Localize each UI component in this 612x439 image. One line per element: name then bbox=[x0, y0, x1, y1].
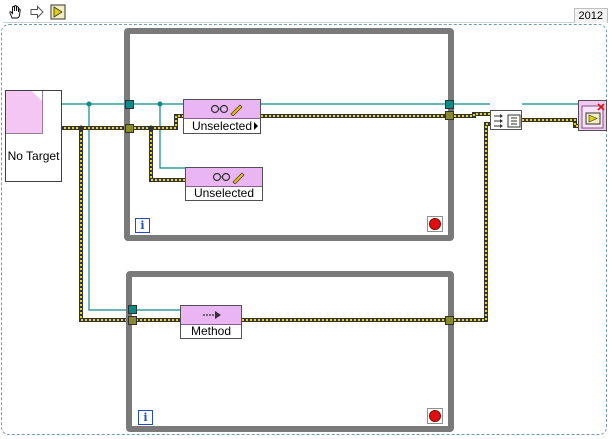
block-diagram bbox=[1, 24, 607, 435]
document-icon bbox=[6, 91, 43, 134]
stop-condition-bottom[interactable] bbox=[427, 408, 443, 424]
stop-icon bbox=[429, 218, 441, 230]
merge-errors-icon bbox=[494, 114, 521, 128]
tab-border bbox=[3, 22, 608, 25]
arrow-right-icon bbox=[30, 5, 44, 19]
tunnel-err-out-bottom bbox=[445, 316, 454, 325]
property-label[interactable]: Unselected bbox=[193, 186, 255, 200]
close-reference-node[interactable] bbox=[578, 100, 607, 131]
run-button[interactable] bbox=[47, 2, 69, 22]
property-node-1[interactable]: Unselected bbox=[183, 99, 261, 134]
glasses-pencil-icon bbox=[210, 104, 243, 116]
run-arrow-icon bbox=[50, 4, 66, 20]
method-label[interactable]: Method bbox=[190, 324, 232, 338]
tunnel-err-in-bottom bbox=[128, 316, 137, 325]
error-wires bbox=[40, 112, 580, 322]
invoke-node-method[interactable]: Method bbox=[180, 305, 242, 339]
tunnel-ref-in-bottom bbox=[128, 305, 137, 314]
property-label[interactable]: Unselected bbox=[191, 119, 253, 133]
hand-icon bbox=[9, 5, 21, 19]
step-arrow-button[interactable] bbox=[26, 2, 48, 22]
close-reference-icon bbox=[581, 103, 605, 129]
tunnel-err-in-top bbox=[125, 124, 134, 133]
invoke-arrow-icon bbox=[203, 311, 221, 319]
iteration-terminal-bottom: i bbox=[138, 410, 153, 425]
caret-right-icon bbox=[254, 122, 258, 130]
while-loop-top[interactable] bbox=[124, 28, 454, 241]
merge-errors-node[interactable] bbox=[490, 110, 522, 130]
property-node-2[interactable]: Unselected bbox=[185, 167, 263, 201]
node-header bbox=[184, 100, 260, 119]
operate-tool-button[interactable] bbox=[4, 2, 26, 22]
tunnel-err-out-top bbox=[445, 111, 454, 120]
stop-condition-top[interactable] bbox=[427, 216, 443, 232]
glasses-pencil-icon bbox=[212, 172, 245, 184]
tunnel-ref-out-top bbox=[445, 100, 454, 109]
refnum-wires bbox=[40, 103, 580, 311]
reference-label: No Target bbox=[7, 149, 60, 163]
node-header bbox=[186, 168, 262, 187]
tunnel-ref-in-top bbox=[125, 100, 134, 109]
no-target-reference-constant[interactable]: No Target bbox=[5, 90, 62, 182]
version-tab[interactable]: 2012 bbox=[573, 8, 608, 23]
stop-icon bbox=[429, 410, 441, 422]
page-fold-icon bbox=[32, 91, 42, 101]
while-loop-bottom[interactable] bbox=[126, 271, 454, 432]
iteration-terminal-top: i bbox=[135, 218, 150, 233]
